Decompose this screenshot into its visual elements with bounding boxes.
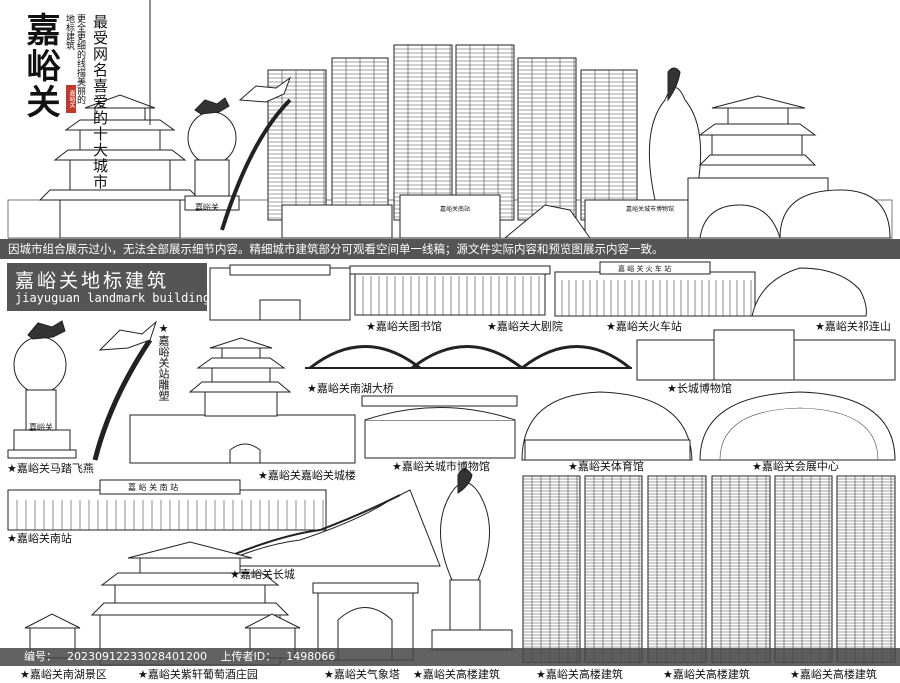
- watermark-id-value: 20230912233028401200: [67, 650, 207, 663]
- sculpture-base-sign: 嘉峪关: [29, 423, 53, 432]
- skyline-fish-tower: [648, 67, 702, 201]
- notice-banner: 因城市组合展示过小，无法全部展示细节内容。精细城市建筑部分可观看空间单一线稿；源…: [0, 239, 900, 259]
- horse-sculpture-drawing: [7, 320, 158, 461]
- caption-south-lake-bridge: ★嘉峪关南湖大桥: [307, 382, 394, 395]
- great-wall-museum-drawing: [636, 329, 896, 381]
- caption-south-station: ★嘉峪关南站: [7, 532, 72, 545]
- caption-city-tower: ★嘉峪关嘉峪关城楼: [258, 469, 356, 482]
- section-subtitle: jiayuguan landmark building: [15, 291, 211, 305]
- caption-city-museum: ★嘉峪关城市博物馆: [392, 460, 490, 473]
- caption-highrise-1: ★嘉峪关高楼建筑: [413, 668, 500, 681]
- caption-highrise-3: ★嘉峪关高楼建筑: [663, 668, 750, 681]
- fish-tower-drawing: [431, 468, 513, 651]
- caption-weather-tower: ★嘉峪关气象塔: [324, 668, 400, 681]
- caption-great-wall: ★嘉峪关长城: [230, 568, 295, 581]
- train-station-drawing: [554, 261, 756, 317]
- south-lake-bridge-drawing: [305, 345, 632, 370]
- caption-south-lake-scenic: ★嘉峪关南湖景区: [20, 668, 107, 681]
- watermark-id-label: 编号：: [24, 650, 57, 663]
- subtitle-big: 最受网名喜爱的十大城市: [91, 14, 109, 190]
- caption-station-sculpture: ★嘉峪关站雕塑: [157, 322, 170, 401]
- caption-qilian: ★嘉峪关祁连山: [815, 320, 891, 333]
- theater-drawing: [349, 265, 551, 316]
- skyline-sculpture: [149, 0, 292, 231]
- caption-ziqian-hotel: ★嘉峪关紫轩葡萄酒庄园: [138, 668, 258, 681]
- sculpture-plaque-text: 嘉峪关: [195, 203, 219, 212]
- section-title: 嘉峪关地标建筑: [15, 270, 170, 292]
- watermark-uploader-label: 上传者ID：: [220, 650, 277, 663]
- caption-highrise-2: ★嘉峪关高楼建筑: [536, 668, 623, 681]
- top-skyline-illustration: [7, 0, 893, 239]
- south-station-sign: 嘉 峪 关 南 站: [128, 483, 179, 492]
- station-sign-text: 嘉峪关南站: [440, 206, 471, 213]
- city-museum-drawing: [361, 395, 518, 459]
- city-title: 嘉峪关: [20, 12, 60, 120]
- caption-great-wall-museum: ★长城博物馆: [667, 382, 732, 395]
- south-station-drawing: [7, 479, 327, 531]
- museum-sign-text: 嘉峪关城市博物馆: [626, 206, 675, 213]
- caption-library: ★嘉峪关图书馆: [366, 320, 442, 333]
- city-seal: 嘉峪关: [66, 85, 76, 113]
- stadium-drawing: [521, 391, 693, 461]
- city-gate-tower-drawing: [129, 337, 356, 464]
- section-header: 嘉峪关地标建筑 jiayuguan landmark building: [7, 263, 211, 311]
- train-station-sign: 嘉 峪 关 火 车 站: [618, 265, 672, 273]
- caption-highrise-4: ★嘉峪关高楼建筑: [790, 668, 877, 681]
- skyline-pagoda: [38, 94, 202, 239]
- qilian-mountain-drawing: [751, 267, 867, 317]
- caption-horse-swallow: ★嘉峪关马踏飞燕: [7, 462, 94, 475]
- library-drawing: [209, 264, 351, 321]
- caption-expo-center: ★嘉峪关会展中心: [752, 460, 839, 473]
- caption-stadium: ★嘉峪关体育馆: [568, 460, 644, 473]
- subtitle-small: 更全更细的线描美丽的地标建筑: [64, 14, 85, 104]
- expo-center-drawing: [699, 391, 896, 461]
- watermark-bar: 编号： 20230912233028401200 上传者ID： 1498066: [0, 648, 900, 666]
- great-wall-drawing: [214, 489, 441, 567]
- watermark-uploader-value: 1498066: [286, 650, 336, 663]
- caption-train-station: ★嘉峪关火车站: [606, 320, 682, 333]
- caption-theater: ★嘉峪关大剧院: [487, 320, 563, 333]
